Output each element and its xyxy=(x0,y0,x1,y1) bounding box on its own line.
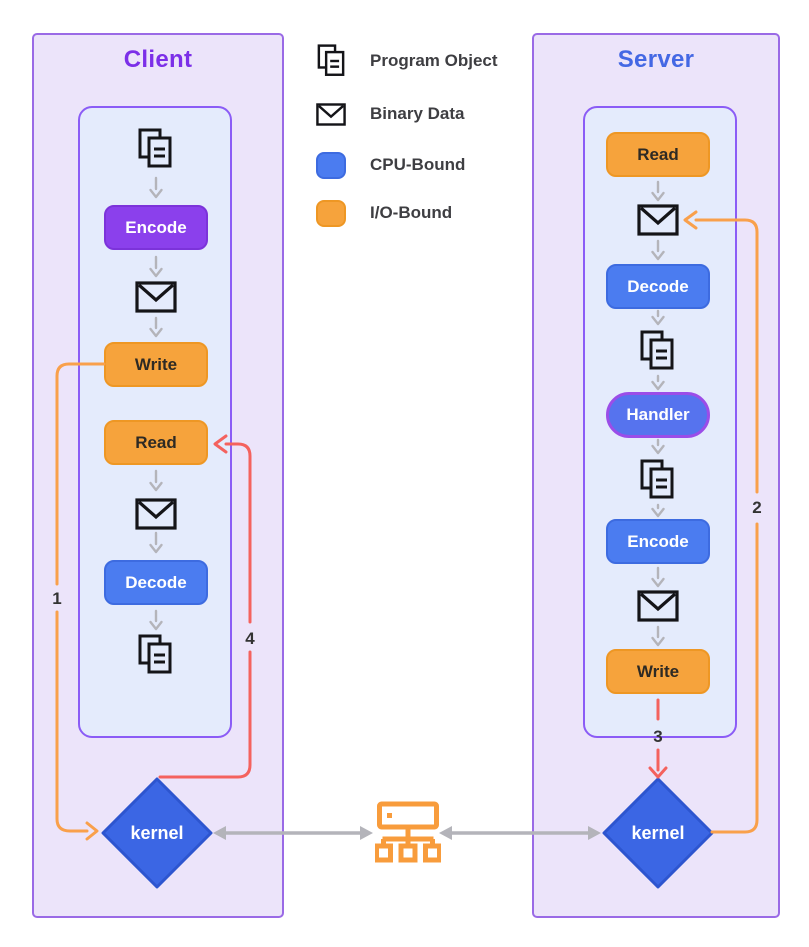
program-object-icon xyxy=(138,128,172,170)
binary-data-icon xyxy=(316,102,346,126)
read-step: Read xyxy=(606,132,710,177)
legend-label: I/O-Bound xyxy=(370,203,453,222)
legend-item-program-object: Program Object xyxy=(316,43,498,79)
diamond-shape xyxy=(602,777,714,889)
legend-item-cpu-bound: CPU-Bound xyxy=(316,147,465,183)
server-panel-title: Server xyxy=(617,46,695,73)
program-object-icon xyxy=(640,330,674,372)
program-object-icon xyxy=(316,44,346,78)
binary-data-icon xyxy=(135,281,177,313)
network-hub-icon xyxy=(374,800,442,864)
binary-data-icon xyxy=(637,204,679,236)
step-4-label: 4 xyxy=(245,629,255,648)
server-kernel-node: kernel xyxy=(600,775,716,891)
step-2-label: 2 xyxy=(752,498,762,517)
client-kernel-node: kernel xyxy=(99,775,215,891)
write-step: Write xyxy=(606,649,710,694)
binary-data-icon xyxy=(637,590,679,622)
legend-label: Binary Data xyxy=(370,104,465,123)
decode-step: Decode xyxy=(104,560,208,605)
decode-step: Decode xyxy=(606,264,710,309)
program-object-icon xyxy=(138,634,172,676)
legend-label: CPU-Bound xyxy=(370,155,466,174)
legend-label: Program Object xyxy=(370,51,498,70)
binary-data-icon xyxy=(135,498,177,530)
step-1-label: 1 xyxy=(52,589,62,608)
legend-item-io-bound: I/O-Bound xyxy=(316,195,452,231)
kernel-label: kernel xyxy=(130,822,184,843)
program-object-icon xyxy=(640,459,674,501)
read-step: Read xyxy=(104,420,208,465)
io-bound-swatch xyxy=(316,199,346,227)
encode-step: Encode xyxy=(104,205,208,250)
cpu-bound-swatch xyxy=(316,151,346,179)
handler-step: Handler xyxy=(606,392,710,438)
diamond-shape xyxy=(101,777,213,889)
kernel-label: kernel xyxy=(631,822,685,843)
encode-step: Encode xyxy=(606,519,710,564)
step-3-label: 3 xyxy=(653,727,663,746)
legend-item-binary-data: Binary Data xyxy=(316,96,464,132)
client-panel-title: Client xyxy=(123,46,193,73)
write-step: Write xyxy=(104,342,208,387)
